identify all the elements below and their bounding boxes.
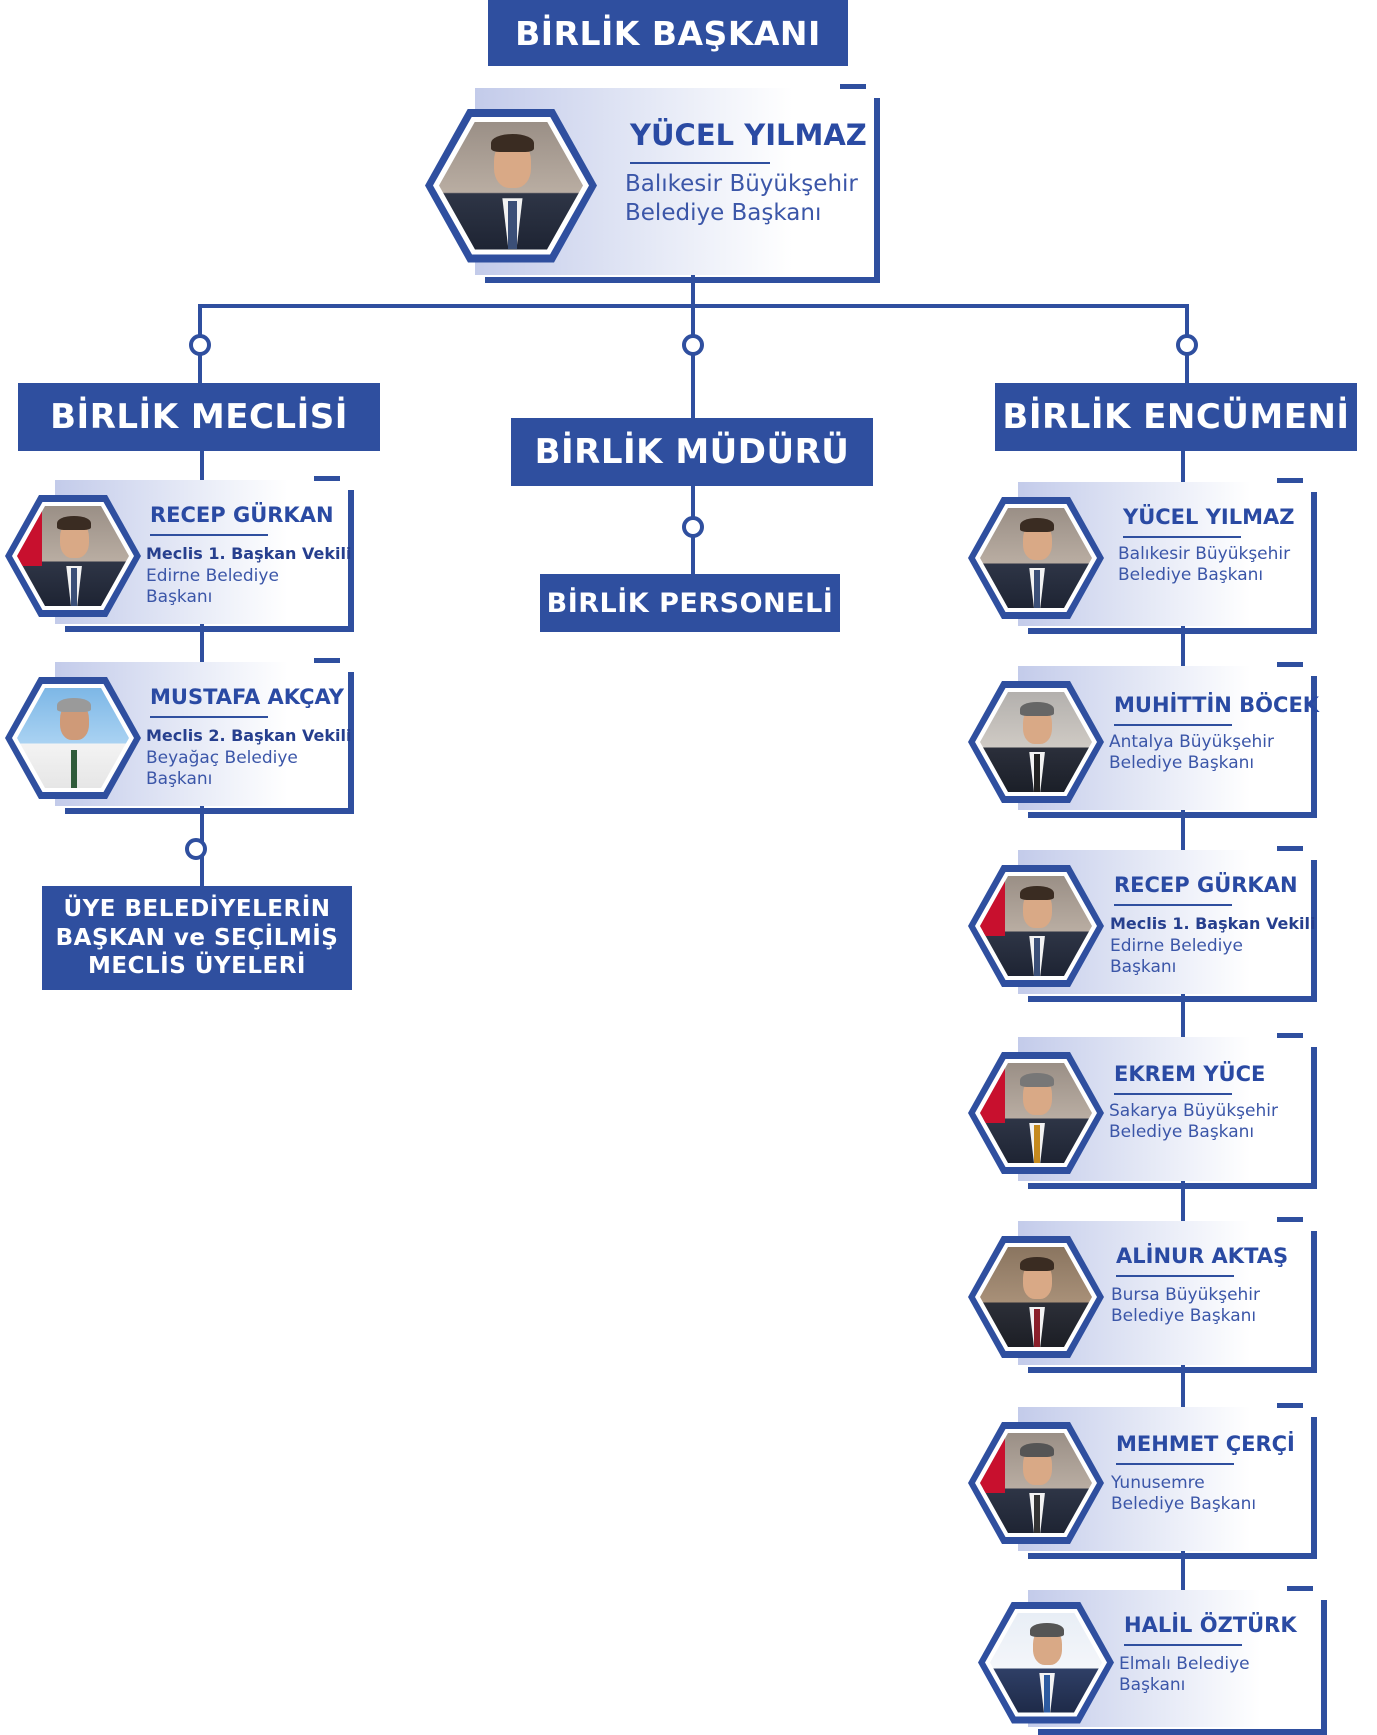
name-divider bbox=[1124, 1644, 1242, 1646]
name-divider bbox=[1123, 536, 1241, 538]
person-description: Yunusemre Belediye Başkanı bbox=[1111, 1473, 1257, 1515]
president-title: BİRLİK BAŞKANI bbox=[488, 0, 848, 66]
person-card-president: YÜCEL YILMAZ Balıkesir Büyükşehir Beledi… bbox=[425, 84, 880, 283]
person-card-assembly: MUSTAFA AKÇAY Meclis 2. Başkan Vekili Be… bbox=[5, 658, 354, 814]
connector-middle-drop bbox=[691, 304, 695, 418]
committee-title: BİRLİK ENCÜMENİ bbox=[995, 383, 1357, 451]
person-name: RECEP GÜRKAN bbox=[1114, 873, 1298, 897]
person-name: EKREM YÜCE bbox=[1114, 1062, 1266, 1086]
person-card-committee: EKREM YÜCE Sakarya Büyükşehir Belediye B… bbox=[968, 1033, 1317, 1189]
name-divider bbox=[150, 534, 268, 536]
person-card-committee: YÜCEL YILMAZ Balıkesir Büyükşehir Beledi… bbox=[968, 478, 1317, 634]
connector-node bbox=[189, 334, 211, 356]
name-divider bbox=[1114, 1093, 1232, 1095]
person-card-committee: HALİL ÖZTÜRK Elmalı Belediye Başkanı bbox=[978, 1586, 1327, 1735]
person-card-committee: ALİNUR AKTAŞ Bursa Büyükşehir Belediye B… bbox=[968, 1217, 1317, 1373]
name-divider bbox=[1116, 1463, 1234, 1465]
name-divider bbox=[630, 162, 770, 164]
person-name: MUHİTTİN BÖCEK bbox=[1114, 693, 1320, 717]
person-description: Antalya Büyükşehir Belediye Başkanı bbox=[1109, 732, 1275, 774]
person-card-assembly: RECEP GÜRKAN Meclis 1. Başkan Vekili Edi… bbox=[5, 476, 354, 632]
connector-node bbox=[682, 334, 704, 356]
connector-node bbox=[185, 838, 207, 860]
person-description: Sakarya Büyükşehir Belediye Başkanı bbox=[1109, 1101, 1278, 1143]
person-description: Elmalı Belediye Başkanı bbox=[1119, 1654, 1250, 1696]
person-description: Edirne Belediye Başkanı bbox=[146, 566, 279, 608]
connector-node bbox=[682, 516, 704, 538]
person-role: Meclis 1. Başkan Vekili bbox=[146, 544, 352, 563]
person-name: ALİNUR AKTAŞ bbox=[1116, 1244, 1289, 1268]
person-role: Meclis 2. Başkan Vekili bbox=[146, 726, 352, 745]
person-name: YÜCEL YILMAZ bbox=[1123, 505, 1295, 529]
person-card-committee: MUHİTTİN BÖCEK Antalya Büyükşehir Beledi… bbox=[968, 662, 1320, 818]
director-title: BİRLİK MÜDÜRÜ bbox=[511, 418, 873, 486]
person-role: Meclis 1. Başkan Vekili bbox=[1110, 914, 1316, 933]
name-divider bbox=[1116, 1275, 1234, 1277]
person-name: RECEP GÜRKAN bbox=[150, 503, 334, 527]
person-name: HALİL ÖZTÜRK bbox=[1124, 1613, 1297, 1637]
person-name: MEHMET ÇERÇİ bbox=[1116, 1432, 1295, 1456]
person-card-committee: MEHMET ÇERÇİ Yunusemre Belediye Başkanı bbox=[968, 1403, 1317, 1559]
person-card-committee: RECEP GÜRKAN Meclis 1. Başkan Vekili Edi… bbox=[968, 846, 1317, 1002]
person-description: Beyağaç Belediye Başkanı bbox=[146, 748, 298, 790]
members-title: ÜYE BELEDİYELERİN BAŞKAN ve SEÇİLMİŞ MEC… bbox=[42, 886, 352, 990]
assembly-title: BİRLİK MECLİSİ bbox=[18, 383, 380, 451]
name-divider bbox=[150, 716, 268, 718]
name-divider bbox=[1114, 904, 1232, 906]
person-description: Balıkesir Büyükşehir Belediye Başkanı bbox=[1118, 544, 1291, 586]
person-description: Balıkesir Büyükşehir Belediye Başkanı bbox=[625, 171, 858, 226]
person-name: YÜCEL YILMAZ bbox=[630, 118, 867, 152]
name-divider bbox=[1114, 724, 1232, 726]
staff-title: BİRLİK PERSONELİ bbox=[540, 574, 840, 632]
person-name: MUSTAFA AKÇAY bbox=[150, 685, 344, 709]
person-description: Bursa Büyükşehir Belediye Başkanı bbox=[1111, 1285, 1261, 1327]
person-description: Edirne Belediye Başkanı bbox=[1110, 936, 1243, 978]
connector-node bbox=[1176, 334, 1198, 356]
avatar bbox=[17, 506, 129, 606]
avatar bbox=[17, 688, 129, 788]
